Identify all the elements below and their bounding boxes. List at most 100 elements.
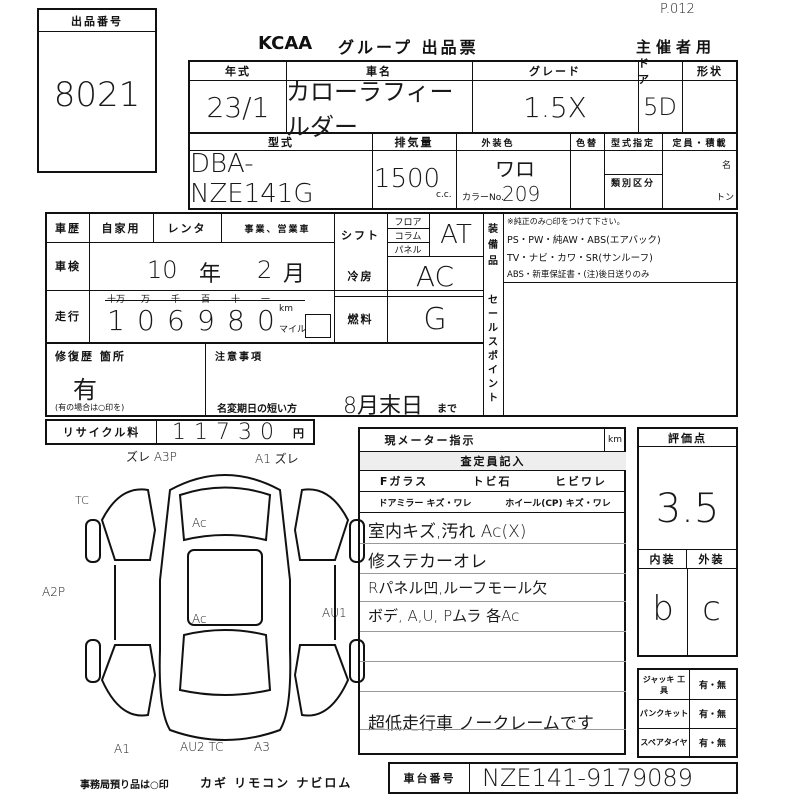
- mark-top-2: Ac: [192, 612, 207, 626]
- lot-number-box: 出品番号 8021: [37, 8, 157, 173]
- capacity-label: 定員・積載: [672, 138, 728, 149]
- recycle-fee-label: リサイクル料: [47, 421, 157, 443]
- details-grid: 車歴 自家用 レンタ 事業、営業車 車検 10 年 2 月 走行 十万 万 千 …: [45, 212, 738, 419]
- accessories-box: ジャッキ 工具 有・無 パンクキット 有・無 スペアタイヤ 有・無: [637, 668, 738, 758]
- inspector-f-glass: Fガラス: [379, 475, 429, 488]
- mark-rear-right: A3: [254, 740, 270, 754]
- equipment-line2: TV・ナビ・カワ・SR(サンルーフ): [507, 253, 653, 264]
- chassis-box: 車台番号 NZE141-9179089: [388, 762, 738, 794]
- color-no-value: 209: [502, 182, 541, 206]
- displacement-unit: c.c.: [436, 190, 452, 200]
- interior-label: 内装: [639, 550, 687, 568]
- grade-value: 1.5X: [523, 90, 587, 124]
- inspection-month-unit: 月: [283, 262, 306, 287]
- page-number: P.012: [660, 2, 695, 17]
- recycle-fee-value: 11730: [172, 419, 282, 445]
- equipment-label: 装備品: [488, 224, 500, 267]
- displacement-value: 1500: [373, 164, 441, 194]
- chassis-value: NZE141-9179089: [482, 764, 693, 792]
- mileage-mile-checkbox: [305, 314, 331, 338]
- inspector-line-3: Rパネル凹,ルーフモール欠: [368, 579, 548, 597]
- type-designation-label: 型式指定: [610, 138, 655, 149]
- color-change-label: 色替: [575, 138, 598, 149]
- equipment-line3: ABS・新車保証書・(注)後日送りのみ: [507, 270, 650, 280]
- mileage-digit-4: 9: [197, 304, 215, 337]
- accessory-puncture-label: パンクキット: [639, 709, 689, 718]
- color-no-label: カラーNo.: [462, 193, 504, 203]
- brand-logo: KCAA: [258, 33, 312, 54]
- score-box: 評価点 3.5 内装 外装 b c: [637, 427, 738, 657]
- accessory-spare-value: 有・無: [698, 738, 726, 749]
- mileage-unit-100: 百: [201, 295, 211, 305]
- meter-label: 現メーター指示: [384, 434, 476, 447]
- grade-label: グレード: [529, 65, 581, 78]
- fuel-value: G: [423, 301, 447, 337]
- inspector-line-5: 超低走行車 ノークレームです: [368, 714, 594, 734]
- person-unit: 名: [722, 161, 732, 171]
- model-value: DBA-NZE141G: [190, 149, 314, 209]
- rename-deadline-value: 8月末日: [343, 394, 423, 419]
- shift-opt-panel: パネル: [394, 245, 422, 256]
- brand-name: KCAA: [258, 33, 313, 54]
- ac-value: AC: [415, 259, 455, 293]
- mark-side-left: A2P: [42, 585, 66, 599]
- car-damage-diagram: [85, 474, 365, 741]
- equipment-line1: PS・PW・純AW・ABS(エアバック): [507, 235, 661, 246]
- shift-opt-floor: フロア: [394, 217, 422, 228]
- mark-wing: TC: [75, 494, 89, 507]
- model-label: 型式: [268, 136, 294, 149]
- inspector-line-1: 室内キズ,汚れ Ac(X): [368, 522, 527, 542]
- ac-label: 冷房: [347, 270, 374, 283]
- inspection-month: 2: [257, 256, 273, 284]
- repair-history-value: 有: [73, 376, 97, 404]
- notes-label: 注意事項: [215, 352, 263, 363]
- recycle-fee-box: リサイクル料 11730 円: [45, 419, 315, 445]
- shift-value: AT: [440, 220, 472, 250]
- exterior-label: 外装: [698, 553, 725, 566]
- inspector-stone-chip: トビ石: [472, 475, 512, 488]
- shift-opt-column: コラム: [394, 231, 422, 242]
- mark-rear: AU2 TC: [180, 740, 224, 754]
- fuel-label: 燃料: [347, 313, 374, 326]
- chassis-label: 車台番号: [390, 764, 470, 792]
- lot-number-label: 出品番号: [39, 10, 155, 32]
- accessory-jack-value: 有・無: [698, 681, 726, 691]
- inspection-label: 車検: [55, 260, 81, 273]
- usage-opt-business: 事業、営業車: [244, 224, 311, 235]
- mark-side-right: AU1: [322, 606, 347, 620]
- score-label: 評価点: [639, 429, 736, 447]
- mileage-unit-1: 一: [261, 295, 271, 305]
- ton-unit: トン: [716, 193, 735, 203]
- mileage-digit-6: 0: [257, 304, 275, 337]
- mark-top-1: Ac: [192, 516, 207, 530]
- year-value: 23/1: [206, 90, 270, 124]
- mileage-digit-1: 1: [107, 304, 125, 337]
- recycle-fee-unit: 円: [293, 427, 304, 440]
- rename-deadline-label: 名変期日の短い方: [217, 404, 297, 415]
- ext-color-label: 外装色: [481, 138, 515, 149]
- inspector-crack: ヒビワレ: [555, 475, 607, 488]
- sponsor-label: 主催者用: [636, 38, 717, 56]
- usage-opt-rental: レンタ: [167, 222, 207, 235]
- accessory-puncture-value: 有・無: [698, 710, 726, 720]
- mileage-mile-label: マイル: [279, 325, 307, 335]
- doors-value: 5D: [643, 93, 677, 121]
- score-value: 3.5: [655, 486, 720, 532]
- form-title: グループ 出品票: [338, 38, 479, 57]
- mark-front-right: A1 ズレ: [255, 452, 299, 466]
- car-name-label: 車名: [366, 65, 392, 78]
- equipment-note: ※純正のみ○印をつけて下さい。: [507, 217, 625, 226]
- usage-label: 車歴: [55, 222, 81, 235]
- inspector-wheel: ホイール(CP) キズ・ワレ: [505, 498, 611, 509]
- vehicle-info-grid: 年式 車名 グレード ドア 形状 23/1 カローラフィールダー 1.5X 5D…: [188, 57, 738, 210]
- inspection-year-unit: 年: [199, 262, 222, 287]
- interior-score: b: [652, 589, 674, 629]
- mileage-label: 走行: [55, 310, 81, 323]
- inspector-line-2: 修ステカーオレ: [368, 552, 487, 572]
- mileage-digit-3: 6: [167, 304, 185, 337]
- mileage-digit-5: 8: [227, 304, 245, 337]
- sales-point-label: セールスポイント: [488, 295, 498, 404]
- shift-label: シフト: [341, 229, 380, 242]
- mileage-unit-1k: 千: [171, 295, 181, 305]
- inspector-line-4: ボデ, A,U, Pムラ 各Ac: [368, 607, 520, 625]
